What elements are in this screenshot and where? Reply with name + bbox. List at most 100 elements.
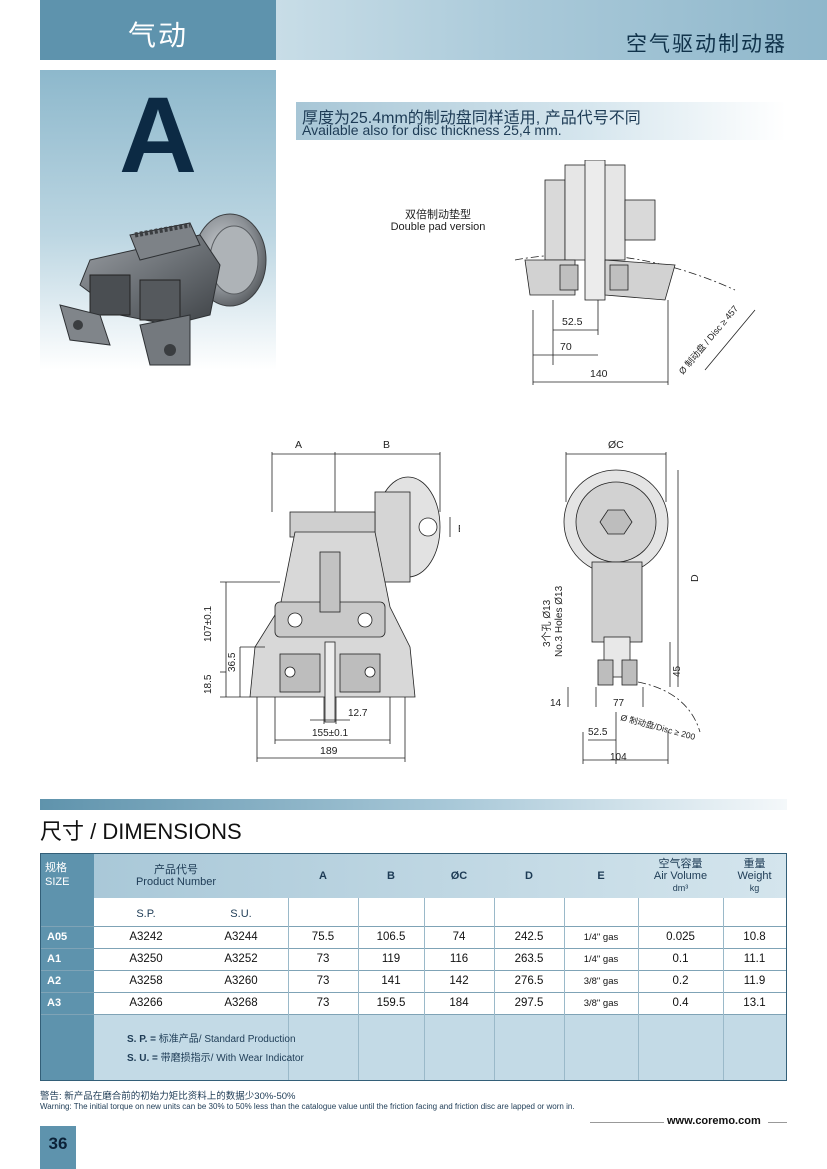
footer-rule-right	[768, 1122, 787, 1123]
legend-sp-key: S. P. =	[127, 1034, 157, 1045]
note-english: Available also for disc thickness 25,4 m…	[302, 122, 562, 138]
side-view-drawing: ØC D 3个孔 Ø13 No.3 Holes Ø13 45 14 77 Ø 制…	[541, 439, 701, 764]
size-column	[41, 854, 94, 1080]
dim-C: ØC	[608, 439, 624, 451]
dim-E: E	[458, 524, 460, 535]
sp-header: S.P.	[136, 908, 156, 920]
row-weight: 11.1	[743, 953, 766, 965]
dimensions-bar	[40, 799, 787, 810]
holes-label-cn: 3个孔 Ø13	[541, 599, 553, 647]
col-E-header: E	[597, 870, 605, 882]
row-size: A3	[47, 997, 62, 1009]
legend-su-text: 带磨损指示/ With Wear Indicator	[160, 1053, 304, 1064]
front-view-drawing: A B E 107±0.1 36.5 18.5 12.7 155±0.1 189	[203, 439, 460, 762]
row-C: 142	[449, 975, 469, 987]
disc-min-label-side: Ø 制动盘/Disc ≥ 200	[619, 712, 696, 742]
dim-D: D	[689, 574, 701, 582]
page-number-box	[40, 1126, 76, 1169]
row-E: 1/4" gas	[583, 954, 619, 965]
row-weight: 13.1	[743, 997, 766, 1009]
row-weight: 11.9	[743, 975, 766, 987]
dim-107: 107±0.1	[203, 605, 214, 642]
row-E: 1/4" gas	[583, 932, 619, 943]
product-header-en: Product Number	[135, 876, 217, 888]
row-su: A3268	[224, 997, 258, 1009]
page-number: 36	[48, 1134, 68, 1153]
row-su: A3252	[224, 953, 258, 965]
footer-rule-left	[590, 1122, 664, 1123]
model-letter: A	[119, 74, 197, 195]
dim-18-5: 18.5	[203, 674, 214, 694]
header-right-band	[276, 0, 827, 60]
legend-sp-text: 标准产品/ Standard Production	[158, 1034, 296, 1045]
subheader-row	[94, 898, 786, 926]
dim-77: 77	[613, 698, 625, 709]
row-sp: A3250	[129, 953, 163, 965]
air-header-cn: 空气容量	[658, 858, 703, 870]
row-D: 263.5	[514, 953, 544, 965]
dim-52-5-top: 52.5	[562, 316, 583, 328]
air-header-en: Air Volume	[653, 870, 708, 882]
row-E: 3/8" gas	[583, 976, 619, 987]
air-header-unit: dm³	[672, 883, 689, 893]
brake-product-photo	[59, 213, 267, 366]
row-D: 297.5	[514, 997, 544, 1009]
note-chinese: 厚度为25.4mm的制动盘同样适用, 产品代号不同	[302, 110, 641, 127]
row-air: 0.4	[672, 997, 689, 1009]
weight-header-en: Weight	[737, 870, 772, 882]
row-weight: 10.8	[743, 931, 766, 943]
col-C-header: ØC	[450, 870, 468, 882]
product-header-cn: 产品代号	[154, 864, 198, 876]
row-B: 106.5	[376, 931, 406, 943]
row-B: 159.5	[376, 997, 406, 1009]
holes-label-en: No.3 Holes Ø13	[554, 585, 565, 657]
row-A: 73	[316, 997, 330, 1009]
header-left-band	[40, 0, 276, 60]
double-pad-label-en: Double pad version	[390, 221, 486, 233]
dim-36-5: 36.5	[227, 652, 238, 672]
dim-52-5-side: 52.5	[588, 727, 608, 738]
website-link[interactable]: www.coremo.com	[667, 1115, 761, 1127]
row-size: A1	[47, 953, 62, 965]
legend-sp: S. P. = 标准产品/ Standard Production	[127, 1030, 296, 1045]
dim-104: 104	[610, 752, 627, 763]
warning-en: Warning: The initial torque on new units…	[40, 1102, 575, 1111]
weight-header-unit: kg	[749, 883, 760, 893]
dim-12-7: 12.7	[348, 708, 368, 719]
dim-155: 155±0.1	[312, 728, 349, 739]
product-category-title: 空气驱动制动器	[626, 33, 787, 56]
weight-header-cn: 重量	[743, 858, 766, 870]
row-C: 116	[449, 953, 469, 965]
col-D-header: D	[525, 870, 533, 882]
row-air: 0.025	[666, 931, 695, 943]
row-B: 119	[381, 953, 401, 965]
dimensions-title: 尺寸 / DIMENSIONS	[40, 819, 242, 844]
row-B: 141	[381, 975, 401, 987]
dimensions-table: 规格 SIZE 产品代号 Product Number A B ØC D E 空…	[40, 853, 787, 1081]
header-row	[94, 854, 786, 898]
row-E: 3/8" gas	[583, 998, 619, 1009]
row-su: A3260	[224, 975, 258, 987]
row-D: 276.5	[514, 975, 544, 987]
row-C: 74	[452, 931, 466, 943]
legend-area	[94, 1014, 786, 1080]
row-size: A2	[47, 975, 62, 987]
dim-140-top: 140	[590, 368, 608, 380]
dim-14: 14	[550, 698, 562, 709]
su-header: S.U.	[230, 908, 252, 920]
col-B-header: B	[387, 870, 395, 882]
warning-cn: 警告: 新产品在磨合前的初始力矩比资料上的数据少30%-50%	[40, 1091, 296, 1102]
row-A: 73	[316, 975, 330, 987]
size-header-cn: 规格	[45, 862, 67, 874]
row-size: A05	[47, 931, 68, 943]
row-air: 0.1	[672, 953, 689, 965]
dim-189: 189	[320, 745, 338, 757]
row-air: 0.2	[672, 975, 689, 987]
col-A-header: A	[319, 870, 327, 882]
row-sp: A3242	[129, 931, 163, 943]
dim-A: A	[295, 439, 302, 451]
size-header-en: SIZE	[45, 876, 70, 888]
double-pad-drawing: 52.5 70 140 Ø 制动盘 / Disc ≥ 457	[514, 160, 756, 385]
row-A: 75.5	[311, 931, 335, 943]
legend-su-key: S. U. =	[127, 1053, 158, 1064]
